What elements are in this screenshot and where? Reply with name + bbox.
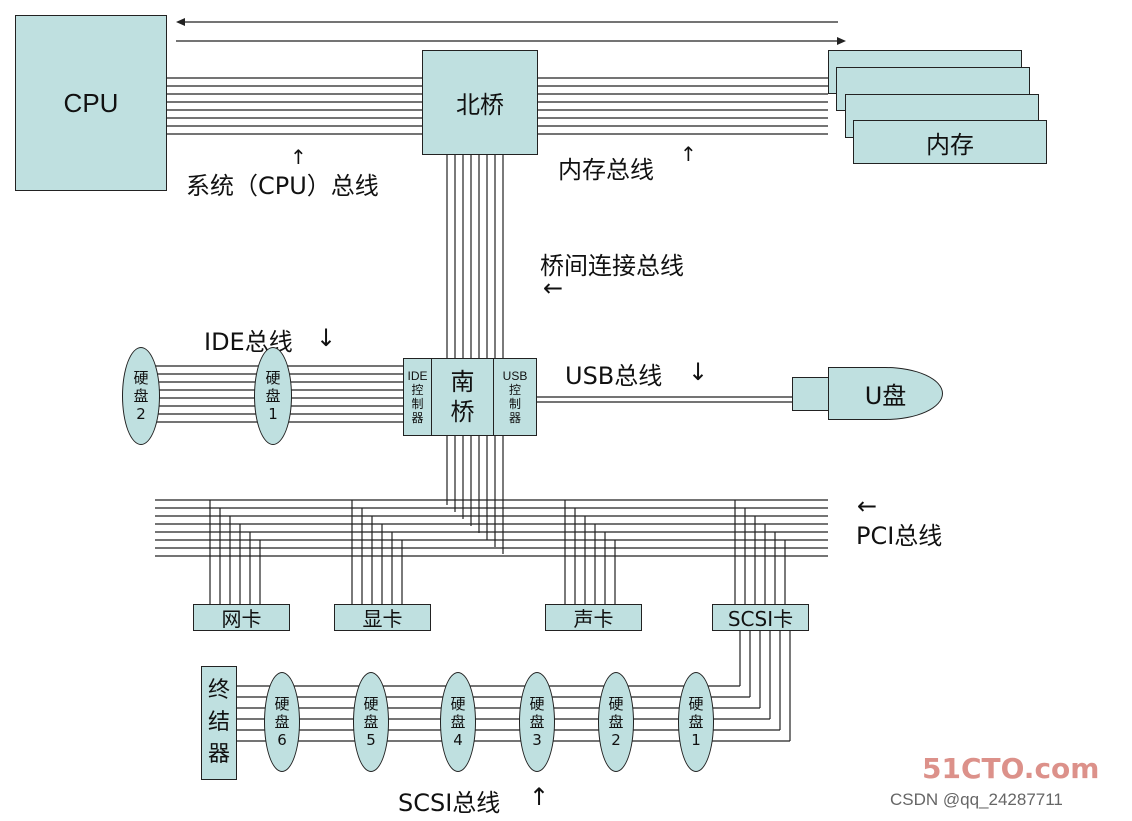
pci-bus-arrow: ← — [857, 492, 878, 520]
ide-disk-2-char-1: 硬 — [133, 369, 149, 387]
ide-controller: IDE 控 制 器 — [403, 358, 432, 436]
ide-controller-char-2: 控 — [411, 383, 424, 397]
pci-bus-label: PCI总线 — [856, 522, 943, 550]
scsi-disk-6-char-2: 盘 — [274, 713, 290, 731]
ide-disk-2: 硬 盘 2 — [122, 347, 160, 445]
bridge-bus-arrow: ← — [543, 274, 564, 302]
scsi-disk-5: 硬 盘 5 — [353, 672, 389, 772]
ide-disk-2-char-3: 2 — [136, 405, 146, 423]
northbridge-label: 北桥 — [456, 91, 504, 119]
scsi-disk-1-char-3: 1 — [691, 731, 701, 749]
terminator: 终 结 器 — [201, 666, 237, 780]
ide-disk-1-char-2: 盘 — [265, 387, 281, 405]
scsi-disk-1-char-2: 盘 — [688, 713, 704, 731]
top-arrow-right-head — [837, 37, 846, 45]
scsi-disk-1: 硬 盘 1 — [678, 672, 714, 772]
system-bus-arrow: ↑ — [290, 145, 307, 169]
usb-controller-char-1: USB — [502, 369, 528, 383]
southbridge-char-2: 桥 — [450, 398, 475, 426]
ide-bus-arrow: ↓ — [316, 324, 337, 352]
ide-disk-2-char-2: 盘 — [133, 387, 149, 405]
ide-controller-char-4: 器 — [411, 411, 424, 425]
scsi-disk-2: 硬 盘 2 — [598, 672, 634, 772]
usb-controller-char-2: 控 — [508, 383, 521, 397]
usb-controller: USB 控 制 器 — [493, 358, 537, 436]
terminator-char-2: 结 — [207, 710, 230, 735]
scsi-disk-2-char-2: 盘 — [608, 713, 624, 731]
usb-controller-char-3: 制 — [508, 397, 521, 411]
scsi-bus-arrow: ↑ — [529, 783, 550, 811]
usb-controller-char-4: 器 — [508, 411, 521, 425]
top-arrow-left-head — [176, 18, 185, 26]
nic-label: 网卡 — [221, 607, 262, 631]
sound-card: 声卡 — [545, 604, 642, 631]
udisk-connector — [792, 377, 830, 411]
ide-controller-char-3: 制 — [411, 397, 424, 411]
memory-label: 内存 — [926, 130, 974, 159]
scsi-disk-4-char-1: 硬 — [450, 695, 466, 713]
northbridge-box: 北桥 — [422, 50, 538, 155]
scsi-bus-label: SCSI总线 — [398, 789, 501, 817]
nic-card: 网卡 — [193, 604, 290, 631]
bridge-bus-label: 桥间连接总线 — [540, 252, 684, 280]
scsi-disk-2-char-3: 2 — [611, 731, 621, 749]
scsi-disk-5-char-2: 盘 — [363, 713, 379, 731]
terminator-char-1: 终 — [207, 678, 230, 703]
terminator-char-3: 器 — [207, 742, 230, 767]
scsi-disk-6-char-1: 硬 — [274, 695, 290, 713]
ide-disk-1: 硬 盘 1 — [254, 347, 292, 445]
scsi-disk-3-char-3: 3 — [532, 731, 542, 749]
scsi-card-label: SCSI卡 — [727, 607, 794, 631]
gpu-label: 显卡 — [362, 607, 403, 631]
memory-module-4: 内存 — [853, 120, 1047, 164]
logo-watermark: 51CTO.com — [922, 752, 1100, 785]
udisk-label: U盘 — [864, 382, 907, 410]
system-bus-label: 系统（CPU）总线 — [186, 172, 379, 200]
southbridge-char-1: 南 — [450, 368, 475, 396]
credit-watermark: CSDN @qq_24287711 — [890, 790, 1063, 809]
gpu-card: 显卡 — [334, 604, 431, 631]
ide-disk-1-char-1: 硬 — [265, 369, 281, 387]
scsi-disk-1-char-1: 硬 — [688, 695, 704, 713]
scsi-card: SCSI卡 — [712, 604, 809, 631]
scsi-disk-3: 硬 盘 3 — [519, 672, 555, 772]
memory-bus-label: 内存总线 — [558, 156, 654, 184]
southbridge-box: 南 桥 — [431, 358, 494, 436]
scsi-disk-3-char-2: 盘 — [529, 713, 545, 731]
scsi-disk-2-char-1: 硬 — [608, 695, 624, 713]
memory-bus-arrow: ↑ — [680, 142, 697, 166]
usb-bus-label: USB总线 — [565, 362, 663, 390]
scsi-disk-4-char-2: 盘 — [450, 713, 466, 731]
scsi-disk-4-char-3: 4 — [453, 731, 463, 749]
scsi-disk-6: 硬 盘 6 — [264, 672, 300, 772]
scsi-disk-6-char-3: 6 — [277, 731, 287, 749]
ide-controller-char-1: IDE — [407, 369, 428, 383]
scsi-disk-5-char-1: 硬 — [363, 695, 379, 713]
udisk-body: U盘 — [828, 367, 943, 420]
scsi-disk-5-char-3: 5 — [366, 731, 376, 749]
usb-bus-arrow: ↓ — [688, 358, 709, 386]
cpu-label: CPU — [63, 87, 119, 118]
cpu-box: CPU — [15, 15, 167, 191]
sound-label: 声卡 — [573, 607, 614, 631]
scsi-disk-3-char-1: 硬 — [529, 695, 545, 713]
ide-disk-1-char-3: 1 — [268, 405, 278, 423]
scsi-disk-4: 硬 盘 4 — [440, 672, 476, 772]
